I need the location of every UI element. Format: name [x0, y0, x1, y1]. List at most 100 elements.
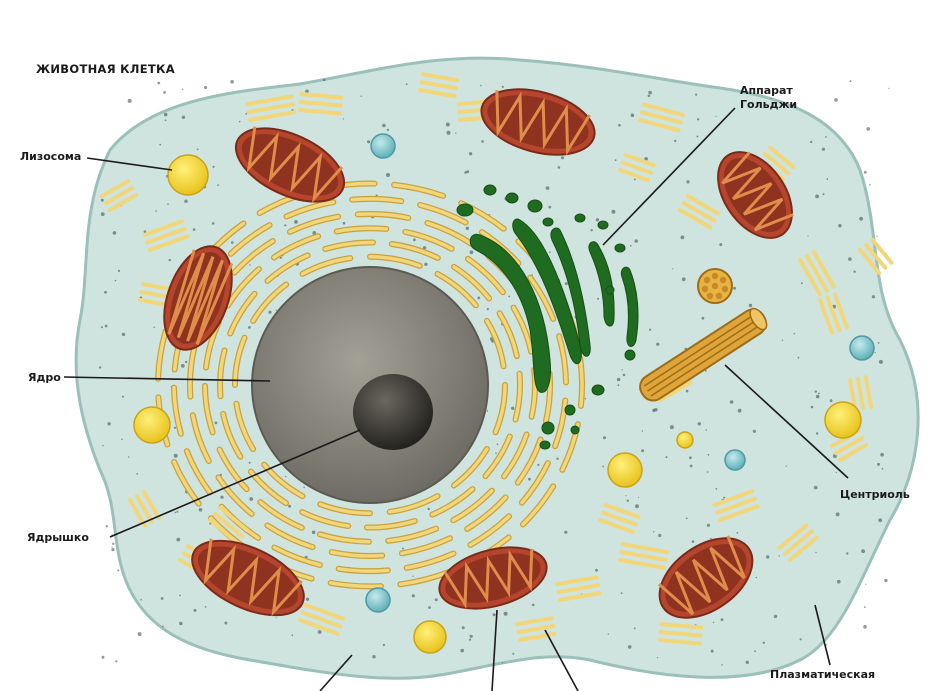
ribosome-speck — [182, 89, 184, 91]
ribosome-speck — [113, 231, 117, 235]
ribosome-speck — [193, 228, 196, 231]
ribosome-speck — [469, 639, 471, 641]
ribosome-speck — [159, 144, 161, 146]
ribosome-speck — [611, 210, 615, 214]
ribosome-speck — [878, 342, 880, 344]
ribosome-speck — [470, 635, 473, 638]
ribosome-speck — [798, 357, 800, 359]
ribosome-speck — [723, 497, 725, 499]
ribosome-speck — [746, 661, 749, 664]
ribosome-speck — [372, 655, 375, 658]
ribosome-speck — [205, 606, 207, 608]
ribosome-speck — [617, 384, 619, 386]
ribosome-speck — [864, 171, 867, 174]
ribosome-speck — [834, 98, 838, 102]
ribosome-speck — [733, 287, 736, 290]
ribosome-speck — [424, 263, 427, 266]
ribosome-speck — [217, 184, 219, 186]
ribosome-speck — [383, 644, 385, 646]
ribosome-speck — [648, 95, 651, 98]
ribosome-speck — [811, 406, 814, 409]
ribosome-speck — [176, 538, 180, 542]
ribosome-speck — [749, 304, 752, 307]
ribosome-speck — [249, 462, 251, 464]
ribosome-speck — [648, 91, 652, 95]
ribosome-speck — [825, 136, 827, 138]
ribosome-speck — [686, 390, 689, 393]
ribosome-speck — [428, 508, 430, 510]
ribosome-speck — [294, 220, 298, 224]
ribosome-speck — [836, 472, 837, 473]
ribosome-speck — [807, 235, 808, 236]
ribosome-speck — [428, 606, 431, 609]
ribosome-speck — [318, 630, 322, 634]
ribosome-speck — [876, 236, 877, 237]
ribosome-speck — [800, 638, 802, 640]
ribosome-speck — [412, 576, 413, 577]
ribosome-speck — [653, 531, 654, 532]
ribosome-speck — [546, 186, 550, 190]
ribosome-speck — [810, 141, 812, 143]
ribosome-speck — [412, 594, 415, 597]
ribosome-speck — [361, 96, 362, 97]
ribosome-speck — [875, 352, 876, 353]
ribosome-speck — [766, 555, 769, 558]
ribosome-speck — [231, 241, 234, 244]
ribosome-speck — [756, 577, 758, 579]
ribosome-speck — [753, 430, 756, 433]
ribosome-speck — [689, 456, 692, 459]
ribosome-speck — [220, 496, 223, 499]
ribosome-speck — [212, 222, 215, 225]
ribosome-speck — [169, 259, 171, 261]
ribosome-speck — [738, 409, 742, 413]
label-golgi-line1: Аппарат — [740, 84, 793, 97]
ribosome-speck — [179, 622, 183, 626]
ribosome-speck — [794, 333, 795, 334]
ribosome-speck — [721, 618, 724, 621]
ribosome-speck — [816, 395, 820, 399]
nucleolus — [353, 374, 433, 450]
ribosome-speck — [502, 86, 504, 88]
ribosome-speck — [617, 378, 621, 382]
ribosome-speck — [215, 422, 218, 425]
ribosome-speck — [106, 525, 108, 527]
ribosome-speck — [861, 549, 865, 553]
ribosome-speck — [715, 488, 717, 490]
ribosome-speck — [713, 622, 714, 623]
ribosome-speck — [801, 282, 803, 284]
ribosome-speck — [495, 452, 497, 454]
ribosome-speck — [122, 333, 125, 336]
ribosome-speck — [657, 657, 658, 658]
ribosome-speck — [816, 432, 818, 434]
ribosome-speck — [638, 497, 639, 498]
ribosome-speck — [99, 366, 101, 368]
ribosome-speck — [686, 517, 688, 519]
ribosome-speck — [681, 236, 685, 240]
ribosome-speck — [603, 436, 606, 439]
ribosome-speck — [838, 224, 841, 227]
ribosome-speck — [850, 80, 852, 82]
ribosome-speck — [136, 473, 138, 475]
ribosome-speck — [634, 179, 636, 181]
ribosome-speck — [276, 310, 277, 311]
ribosome-speck — [869, 184, 871, 186]
ribosome-speck — [312, 531, 316, 535]
ribosome-speck — [367, 140, 370, 143]
ribosome-speck — [702, 317, 705, 320]
ribosome-speck — [558, 166, 561, 169]
ribosome-speck — [549, 251, 551, 253]
ribosome-speck — [591, 229, 593, 231]
ribosome-speck — [779, 555, 780, 556]
ribosome-speck — [628, 645, 632, 649]
label-plasma-membrane: Плазматическая — [770, 668, 875, 681]
ribosome-speck — [621, 592, 623, 594]
ribosome-speck — [822, 148, 825, 151]
ribosome-speck — [194, 609, 197, 612]
ribosome-speck — [107, 422, 110, 425]
ribosome-speck — [504, 612, 508, 616]
ribosome-speck — [877, 463, 880, 466]
ribosome-speck — [853, 271, 855, 273]
ribosome-speck — [176, 511, 178, 513]
ribosome-speck — [864, 606, 866, 608]
ribosome-speck — [872, 295, 875, 298]
